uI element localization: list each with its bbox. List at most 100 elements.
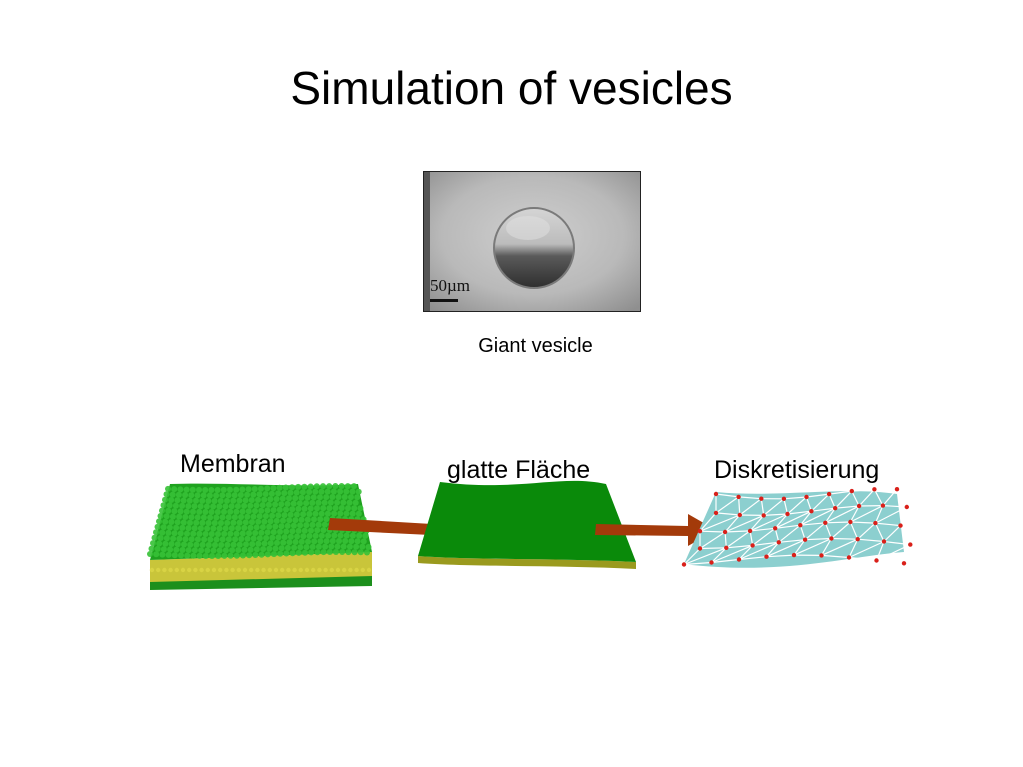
- scale-bar-label: 50µm: [430, 276, 471, 295]
- lipid-head: [231, 492, 238, 499]
- mesh-edge: [739, 498, 762, 516]
- lipid-head: [182, 492, 189, 498]
- lipid-head: [202, 509, 209, 515]
- mesh-vertex: [697, 546, 703, 551]
- lipid-head: [323, 516, 330, 523]
- lipid-head: [310, 494, 317, 501]
- mesh-edge: [820, 538, 832, 556]
- lipid-head: [197, 525, 204, 532]
- lipid-head: [219, 492, 226, 499]
- lipid-head: [184, 530, 190, 537]
- lipid-head: [216, 547, 223, 554]
- lipid-head: [213, 514, 220, 521]
- mesh-vertex: [773, 526, 778, 531]
- mesh-vertex: [724, 545, 729, 550]
- lipid-head: [334, 499, 341, 506]
- lipid-head: [290, 522, 297, 529]
- lipid-head: [211, 520, 218, 526]
- lipid-head: [289, 484, 295, 491]
- vesicle-micrograph: 50µm: [423, 171, 641, 312]
- lipid-head: [214, 487, 221, 493]
- lipid-tail: [286, 567, 291, 573]
- lipid-head: [236, 541, 243, 548]
- lipid-head: [216, 503, 223, 510]
- lipid-head: [326, 483, 333, 490]
- lipid-head: [210, 525, 217, 532]
- lipid-tail: [255, 567, 260, 573]
- lipid-head: [321, 499, 328, 506]
- lipid-head: [191, 547, 198, 554]
- lipid-head: [346, 543, 353, 550]
- lipid-head: [168, 497, 175, 503]
- stage-label-discretization: Diskretisierung: [714, 456, 880, 484]
- mesh-edge: [793, 539, 806, 556]
- mesh-vertex: [819, 553, 824, 558]
- lipid-tail: [174, 567, 179, 573]
- lipid-head: [210, 503, 217, 510]
- lipid-head: [250, 535, 257, 542]
- mesh-edge: [699, 547, 727, 550]
- lipid-head: [289, 506, 296, 513]
- lipid-head: [320, 505, 327, 512]
- lipid-head: [160, 502, 167, 509]
- lipid-head: [309, 521, 316, 528]
- lipid-tail: [360, 567, 365, 573]
- lipid-head: [286, 517, 293, 524]
- lipid-head: [345, 505, 351, 512]
- lipid-head: [267, 540, 274, 547]
- lipid-head: [312, 488, 319, 495]
- mesh-edge: [799, 525, 806, 540]
- mesh-edge: [760, 498, 765, 516]
- mesh-vertex: [722, 529, 728, 535]
- lipid-head: [312, 532, 319, 539]
- lipid-head: [222, 547, 229, 554]
- lipid-head: [318, 510, 325, 517]
- mesh-edge: [783, 498, 789, 515]
- lipid-head: [171, 508, 178, 515]
- lipid-head: [165, 551, 172, 558]
- lipid-head: [269, 534, 276, 541]
- lipid-tail: [335, 567, 341, 573]
- lipid-head: [258, 507, 265, 514]
- lipid-head: [251, 486, 258, 492]
- lipid-head: [261, 540, 268, 547]
- lipid-head: [194, 492, 201, 499]
- lipid-tail: [261, 567, 266, 573]
- lipid-head: [230, 519, 237, 526]
- lipid-head: [348, 538, 355, 545]
- lipid-head: [265, 501, 272, 508]
- lipid-head: [277, 550, 284, 557]
- mesh-edge: [711, 558, 740, 564]
- mesh-edge: [711, 544, 753, 564]
- lipid-head: [202, 553, 209, 559]
- lipid-head: [315, 499, 322, 506]
- mesh-edge: [903, 544, 911, 564]
- lipid-head: [324, 510, 331, 517]
- lipid-head: [351, 549, 358, 556]
- lipid-head: [238, 536, 245, 542]
- lipid-head: [236, 497, 243, 504]
- lipid-head: [248, 497, 255, 504]
- mesh-vertex: [736, 557, 742, 562]
- lipid-tail: [180, 567, 186, 573]
- lipid-head: [218, 542, 225, 548]
- mesh-vertex: [736, 494, 741, 500]
- arrow-right-icon: [595, 514, 716, 546]
- lipid-head: [286, 539, 293, 546]
- lipid-head: [268, 490, 275, 497]
- mesh-edge: [749, 515, 765, 532]
- mesh-edge: [825, 521, 851, 524]
- mesh-edge: [699, 530, 726, 533]
- lipid-head: [197, 503, 204, 510]
- mesh-vertex: [781, 496, 787, 501]
- mesh-vertex: [826, 491, 832, 497]
- lipid-head: [353, 543, 360, 550]
- lipid-head: [190, 530, 197, 537]
- lipid-head: [174, 519, 181, 526]
- lipid-head: [215, 531, 221, 537]
- lipid-head: [357, 549, 364, 556]
- lipid-head: [300, 511, 307, 518]
- mesh-edge: [875, 541, 885, 561]
- lipid-head: [174, 497, 181, 504]
